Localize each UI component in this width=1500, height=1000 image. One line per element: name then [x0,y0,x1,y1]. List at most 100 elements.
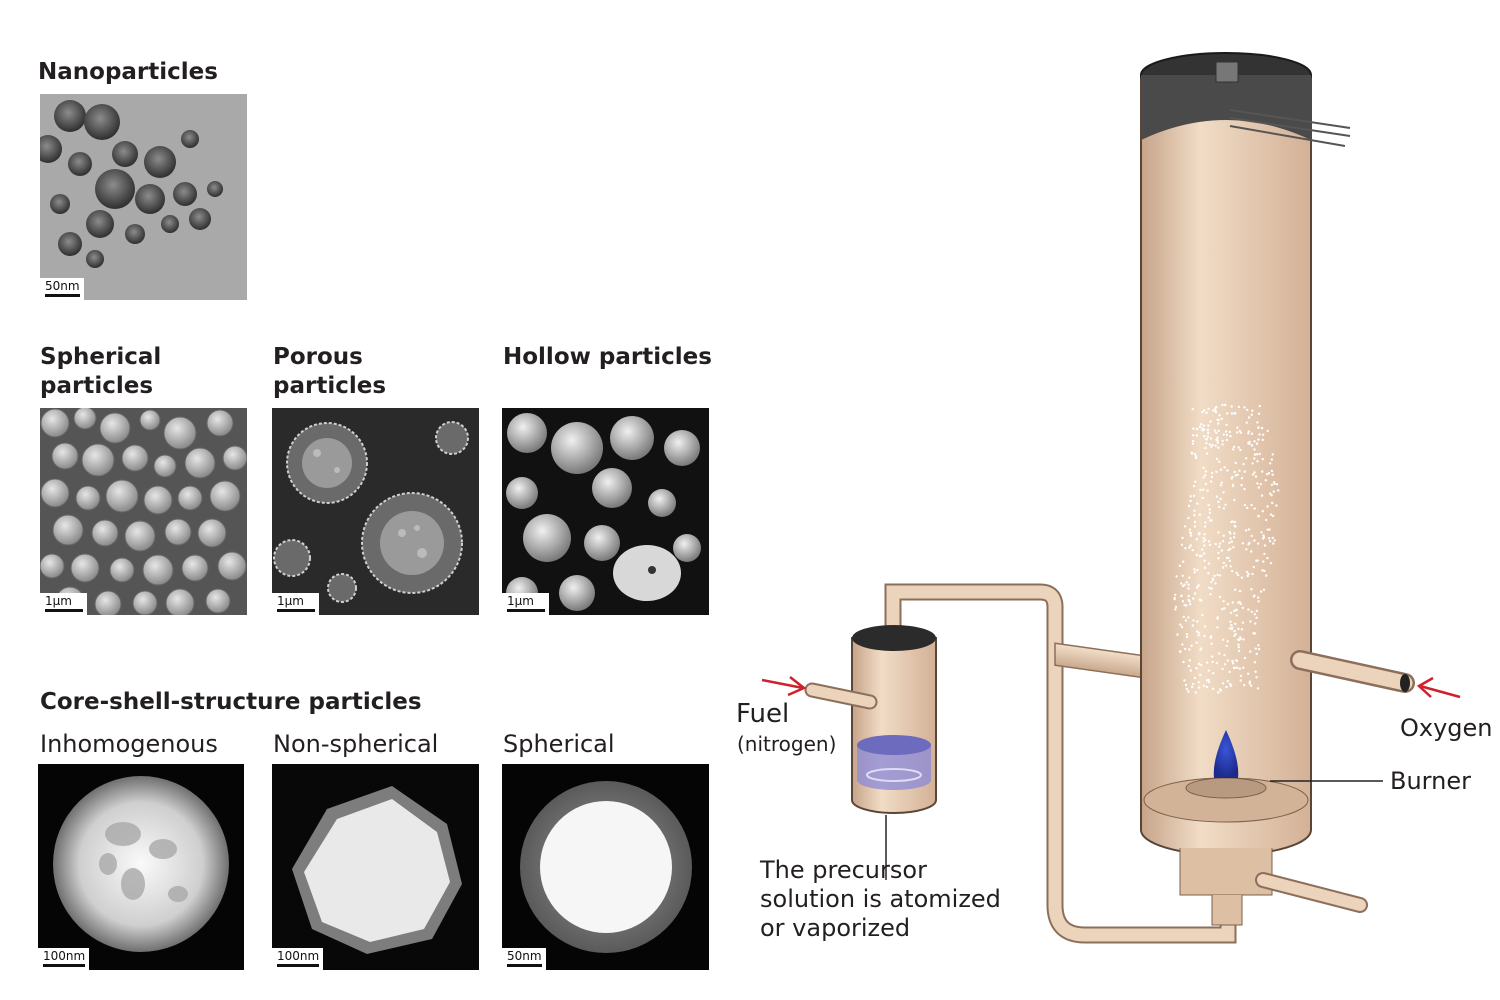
particle [1225,644,1228,648]
particle [1257,596,1260,599]
particle [1203,544,1206,547]
particle [1242,666,1245,669]
spherical-micrograph: 1μm [40,408,247,615]
particle [1229,434,1232,438]
particle [1228,430,1232,434]
particle [1250,444,1254,447]
particle [1181,536,1184,540]
particle [1201,496,1205,500]
particle [1182,660,1185,664]
particle [1240,628,1244,631]
particle [1190,685,1194,689]
particle [1189,603,1192,606]
particle [1256,687,1260,690]
particle [1209,437,1213,440]
particle [1199,488,1202,492]
particle [1251,409,1254,412]
particle [1210,642,1213,645]
particle [1226,602,1230,606]
particle [1239,602,1243,606]
particle [1233,470,1236,474]
particle [1207,407,1210,411]
particle [1270,469,1274,473]
particle [1273,539,1276,542]
particle [1222,600,1225,603]
particle [1217,557,1220,560]
particle [1271,453,1274,456]
particle [1184,525,1187,528]
core-shell-label-non-spherical: Non-spherical [273,730,439,758]
particle [1233,634,1236,637]
particle [1228,670,1231,674]
particle [1180,582,1183,585]
particle [1217,652,1221,655]
particle [1223,653,1226,657]
particle [1204,538,1207,541]
particle [1270,494,1273,497]
particle [1253,440,1256,443]
particle [1209,420,1212,423]
particle [1255,442,1259,445]
particle [1199,648,1202,651]
particle [1217,691,1220,694]
particle [1211,577,1215,580]
particle [1237,446,1240,449]
particle [1188,528,1192,531]
particle [1261,569,1264,572]
particle [1266,429,1269,433]
particle [1257,647,1261,651]
particle [1235,614,1239,617]
particle [1267,537,1271,540]
scale-bar: 100nm [38,948,90,970]
particle [1187,587,1190,590]
particle [1204,446,1207,450]
particle [1275,504,1278,507]
particle [1214,444,1217,447]
particle [1204,470,1208,473]
particle [1219,689,1223,692]
particle [1202,466,1205,470]
particle [1188,648,1191,651]
particle [1234,588,1237,591]
particle [1225,685,1228,689]
particle [1250,432,1254,435]
fuel-note: (nitrogen) [737,732,837,756]
particle [1207,678,1211,682]
particle [1253,539,1256,542]
particle [1271,514,1275,518]
particle [1234,633,1237,636]
particle [1217,500,1220,503]
particle [1263,544,1267,547]
particle [1191,407,1195,411]
particle [1237,405,1241,409]
particle [1244,529,1248,532]
particle [1207,540,1211,543]
particle [1209,519,1212,522]
particle [1230,412,1234,415]
particle [1184,683,1188,687]
particle [1223,663,1227,666]
particle [1174,608,1177,611]
particle [1245,548,1248,551]
particle [1215,431,1218,434]
scale-bar: 1μm [502,593,549,615]
particle [1210,475,1214,479]
particle [1174,593,1177,596]
particle [1203,435,1206,438]
particle [1202,540,1205,543]
particle [1255,453,1259,456]
particle [1231,475,1234,479]
particle [1202,684,1206,687]
particle [1232,536,1236,539]
particle [1194,456,1198,460]
particle [1272,490,1276,493]
particle [1253,613,1257,616]
particle [1257,412,1261,415]
particle [1232,445,1236,449]
inhomogenous-micrograph: 100nm [38,764,244,970]
particle [1218,542,1222,545]
particle [1254,622,1257,625]
particle [1215,438,1218,441]
particle [1270,458,1274,461]
particle [1265,473,1269,476]
